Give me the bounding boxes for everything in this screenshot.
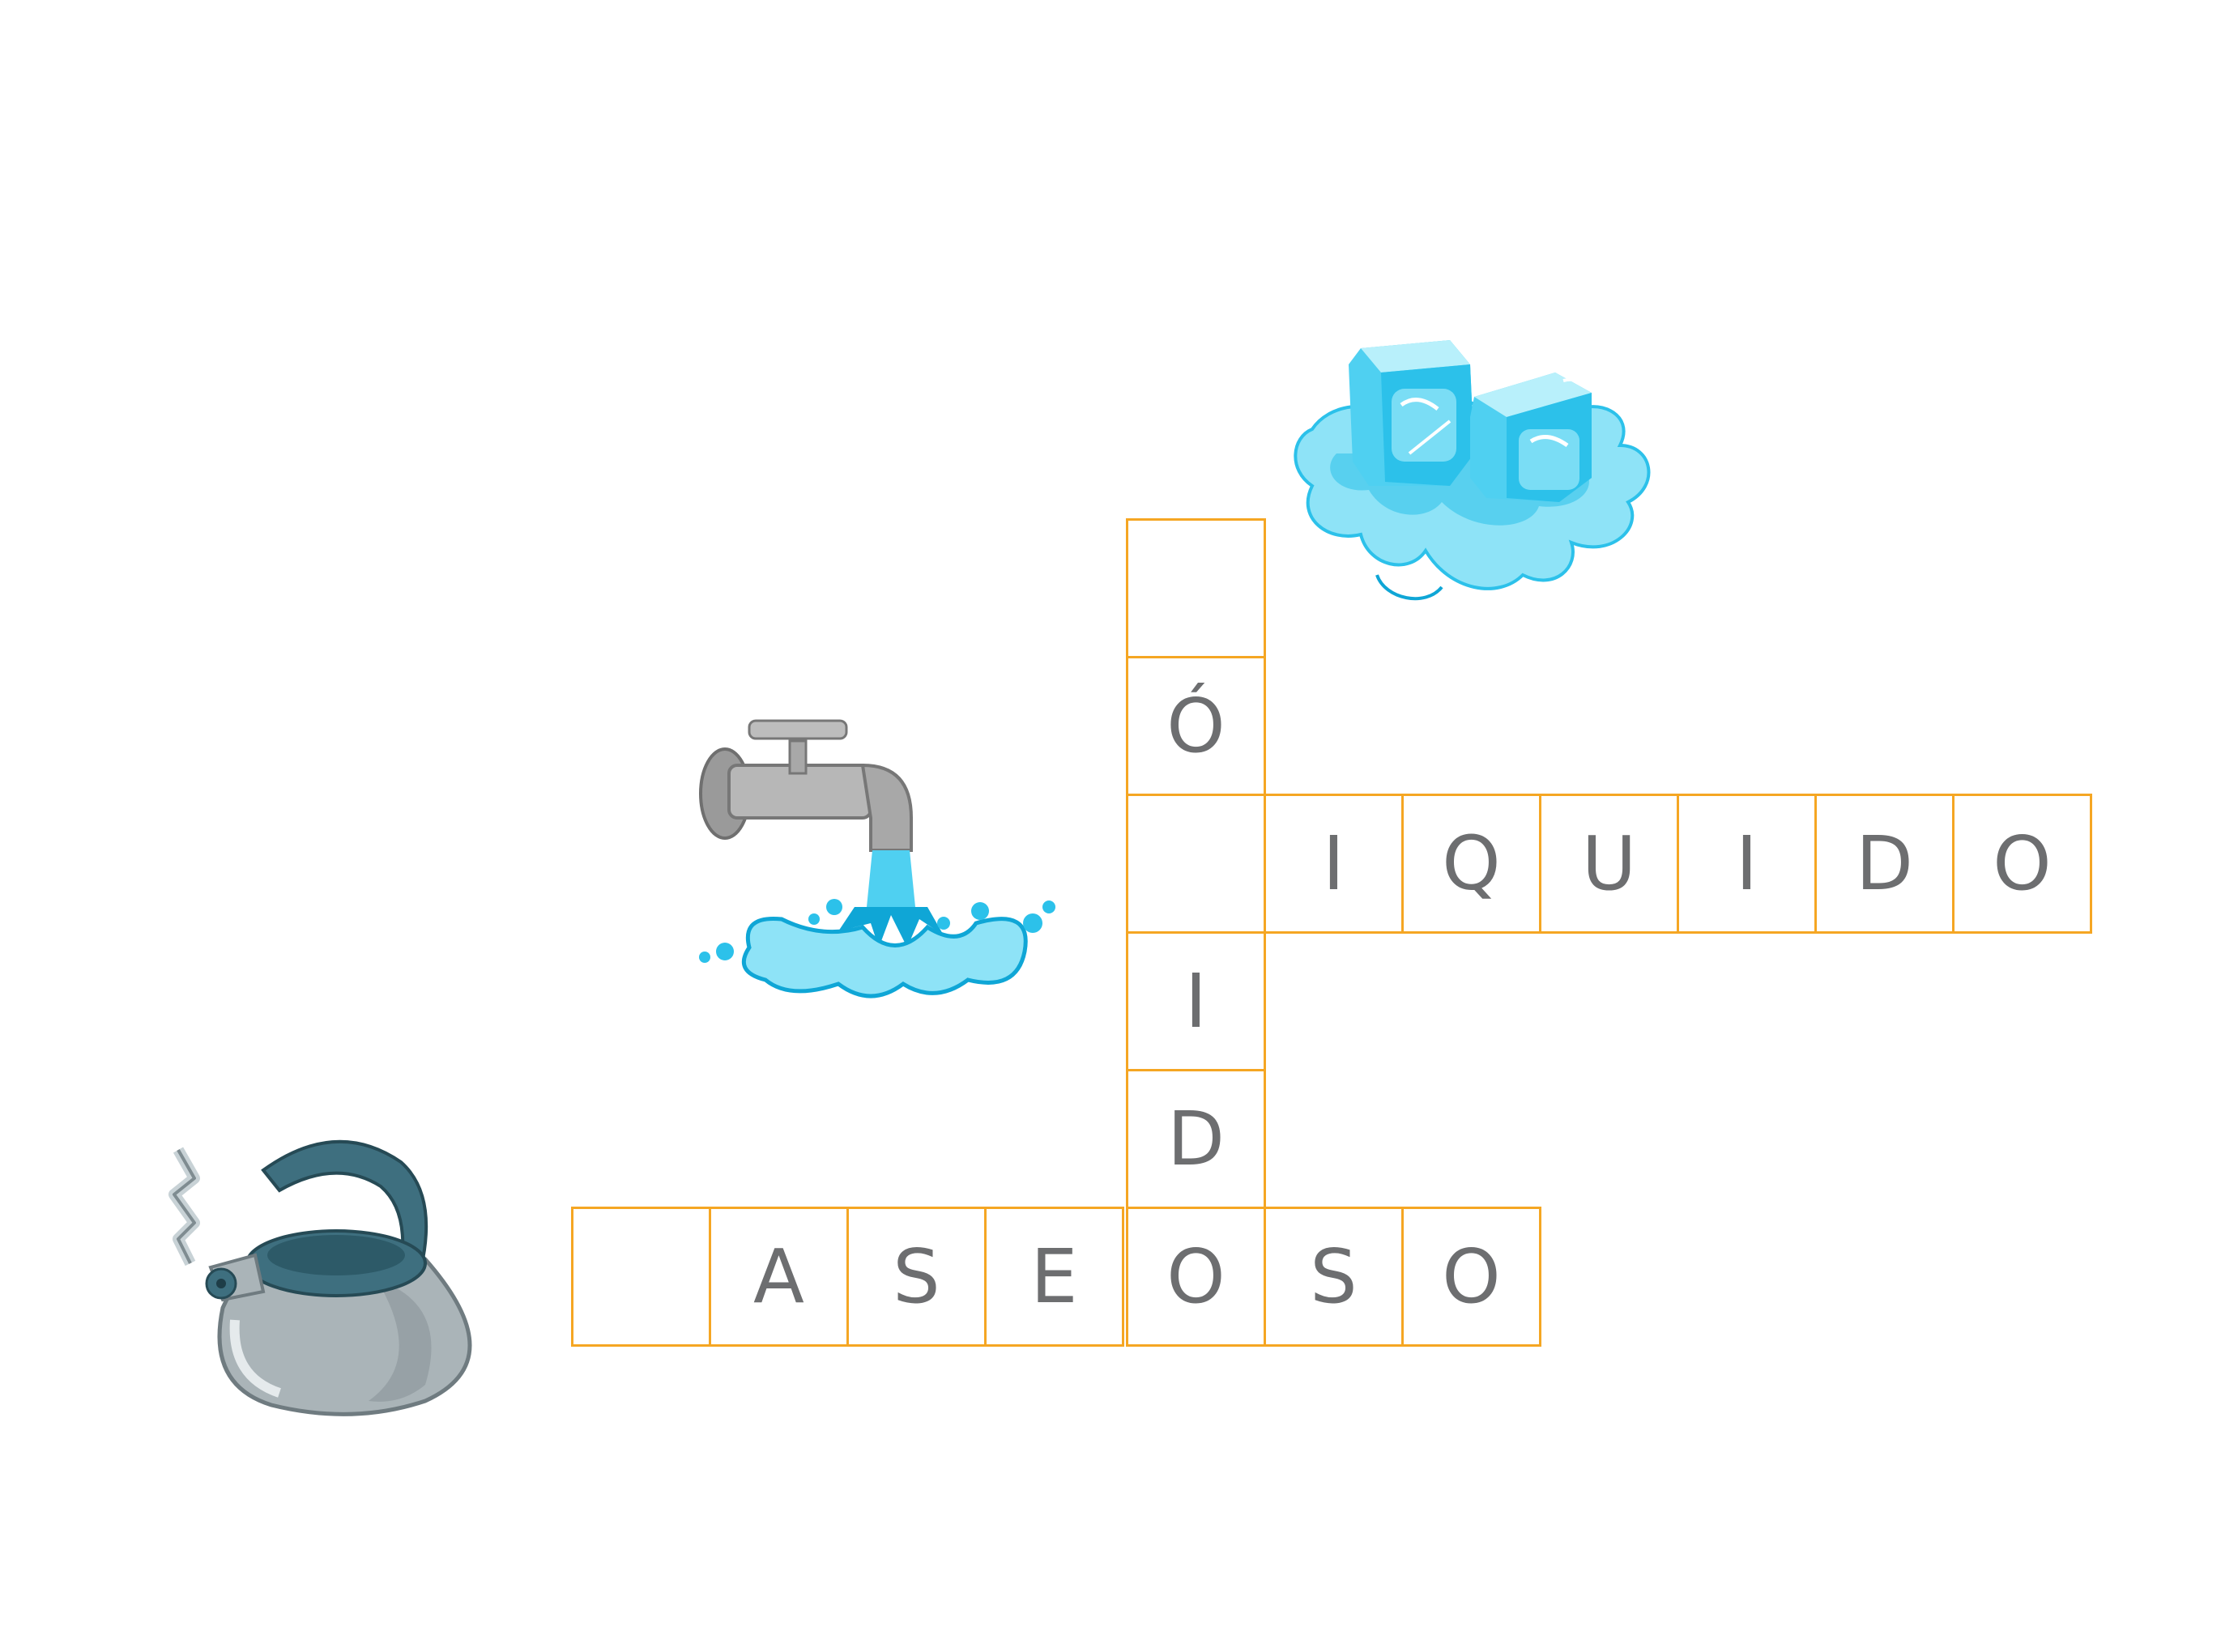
gas-cell-5[interactable]: O bbox=[1126, 1207, 1266, 1347]
down-cell-4[interactable]: I bbox=[1126, 931, 1266, 1071]
down-cell-5[interactable]: D bbox=[1126, 1069, 1266, 1209]
liquid-cell-3[interactable]: Q bbox=[1401, 794, 1541, 934]
down-cell-1[interactable] bbox=[1126, 518, 1266, 658]
down-cell-3[interactable] bbox=[1126, 794, 1266, 934]
gas-cell-3[interactable]: S bbox=[846, 1207, 987, 1347]
liquid-cell-4[interactable]: U bbox=[1539, 794, 1679, 934]
steaming-kettle-icon bbox=[168, 1139, 472, 1416]
liquid-cell-7[interactable]: O bbox=[1952, 794, 2092, 934]
gas-cell-2[interactable]: A bbox=[709, 1207, 849, 1347]
liquid-cell-5[interactable]: I bbox=[1677, 794, 1817, 934]
gas-cell-6[interactable]: S bbox=[1264, 1207, 1404, 1347]
ice-cubes-icon bbox=[1294, 340, 1651, 601]
gas-cell-4[interactable]: E bbox=[984, 1207, 1124, 1347]
liquid-cell-6[interactable]: D bbox=[1814, 794, 1955, 934]
gas-cell-7[interactable]: O bbox=[1401, 1207, 1541, 1347]
down-cell-2[interactable]: Ó bbox=[1126, 656, 1266, 796]
liquid-cell-2[interactable]: I bbox=[1264, 794, 1404, 934]
gas-cell-1[interactable] bbox=[571, 1207, 711, 1347]
faucet-water-icon bbox=[699, 719, 1055, 998]
